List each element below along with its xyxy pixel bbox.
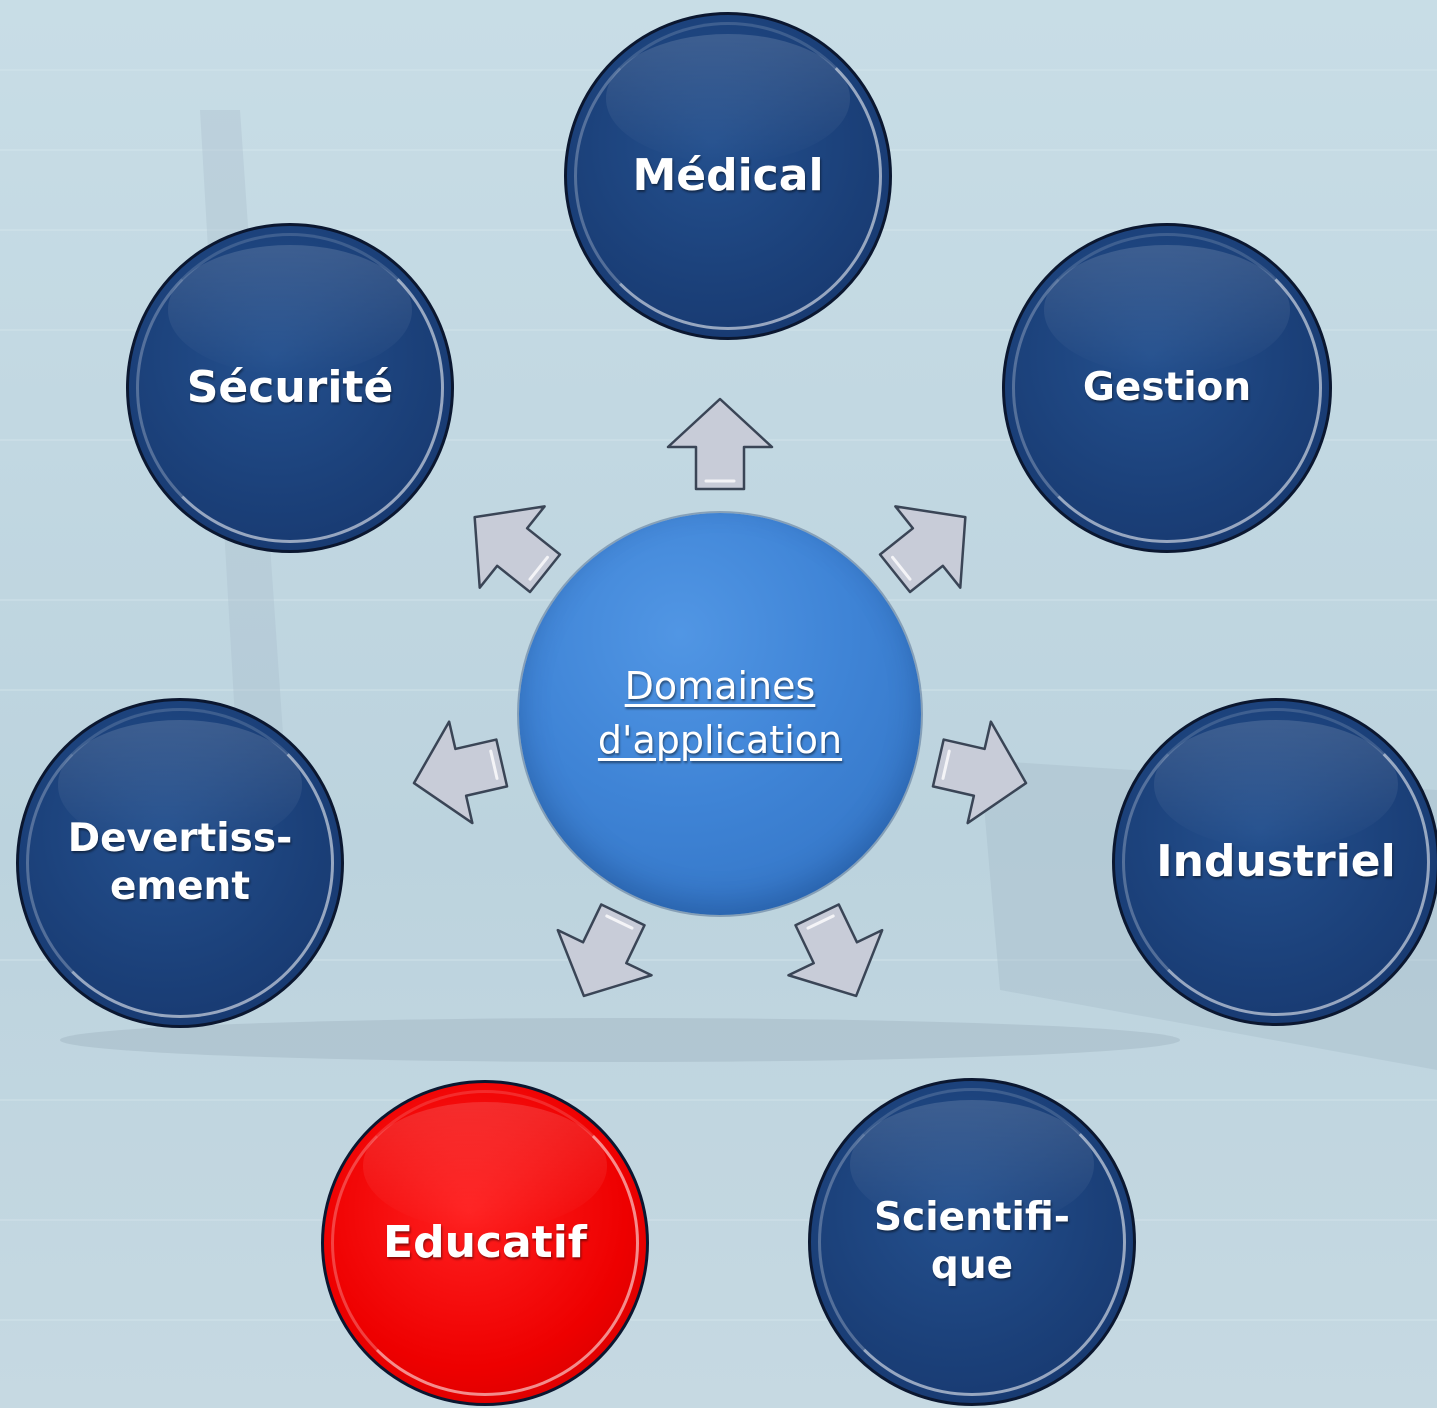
domain-node-industriel: Industriel xyxy=(1112,698,1437,1026)
domain-node-scientifique: Scientifi- que xyxy=(808,1078,1136,1406)
domain-label-industriel: Industriel xyxy=(1156,836,1396,888)
center-node: Domaines d'application xyxy=(519,513,921,915)
domain-label-securite: Sécurité xyxy=(186,362,394,414)
domain-label-gestion: Gestion xyxy=(1082,365,1252,411)
domain-label-devertissement: Devertiss- ement xyxy=(67,816,293,909)
domain-label-scientifique: Scientifi- que xyxy=(874,1195,1070,1288)
domain-node-securite: Sécurité xyxy=(126,223,454,553)
domain-node-educatif: Educatif xyxy=(321,1080,649,1406)
domain-node-gestion: Gestion xyxy=(1002,223,1332,553)
center-label: Domaines d'application xyxy=(597,664,843,762)
domain-node-devertissement: Devertiss- ement xyxy=(16,698,344,1028)
domain-node-medical: Médical xyxy=(564,12,892,340)
domain-label-educatif: Educatif xyxy=(383,1217,587,1269)
domain-label-medical: Médical xyxy=(632,150,824,202)
